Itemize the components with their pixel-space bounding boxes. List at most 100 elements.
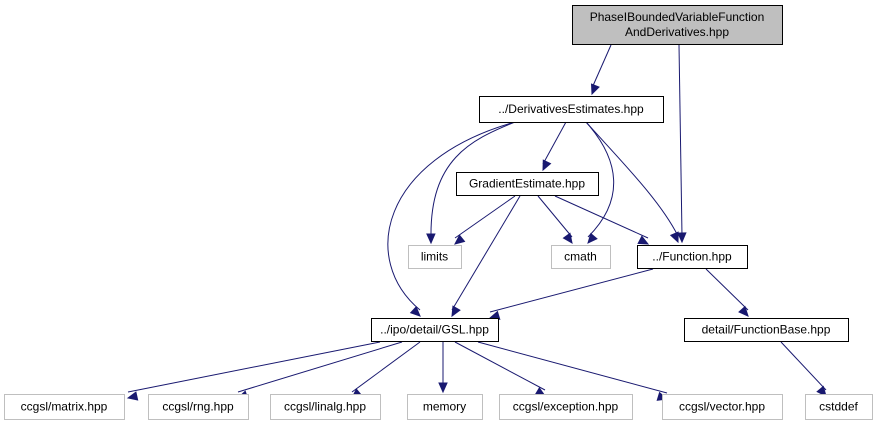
node-box <box>637 245 748 269</box>
node-label: limits <box>421 250 448 264</box>
node-box <box>270 394 381 420</box>
node-box <box>456 172 599 196</box>
node-label: PhaseIBoundedVariableFunction <box>590 10 765 24</box>
arrowhead-icon <box>126 391 139 401</box>
arrowhead-icon <box>637 235 650 245</box>
edge-line <box>537 195 573 238</box>
node-cmath: cmath <box>551 245 611 269</box>
node-gradest[interactable]: GradientEstimate.hpp <box>456 172 599 196</box>
node-limits: limits <box>408 245 462 269</box>
node-label: ccgsl/matrix.hpp <box>21 400 108 414</box>
arrowhead-icon <box>677 232 687 244</box>
node-label: AndDerivatives.hpp <box>625 25 729 39</box>
edge-line <box>237 341 403 393</box>
node-box <box>805 394 873 420</box>
node-rng: ccgsl/rng.hpp <box>148 394 249 420</box>
edge-function-to-funcbase <box>705 268 749 317</box>
edge-gradest-to-limits <box>454 195 516 245</box>
node-box <box>4 394 125 420</box>
node-function[interactable]: ../Function.hpp <box>637 245 748 269</box>
edge-root-to-derivest <box>590 44 612 96</box>
edge-gradest-to-function <box>554 195 650 245</box>
edge-gsl-to-vector <box>477 341 669 401</box>
arrowhead-icon <box>438 382 448 394</box>
edge-line <box>585 121 679 237</box>
node-root[interactable]: PhaseIBoundedVariableFunctionAndDerivati… <box>572 5 783 45</box>
node-box <box>407 394 483 420</box>
edge-gsl-to-exception <box>454 341 547 397</box>
arrowhead-icon <box>738 305 749 317</box>
node-box <box>479 96 664 123</box>
edge-line <box>454 341 546 391</box>
edge-line <box>477 341 668 394</box>
nodes-layer: PhaseIBoundedVariableFunctionAndDerivati… <box>4 5 873 420</box>
node-box <box>572 5 783 45</box>
edge-line <box>678 44 683 237</box>
arrowhead-icon <box>587 232 598 244</box>
node-label: ccgsl/exception.hpp <box>513 400 619 414</box>
arrowhead-icon <box>426 233 436 245</box>
edge-line <box>430 121 516 238</box>
node-label: ../ipo/detail/GSL.hpp <box>380 323 489 337</box>
node-label: ccgsl/vector.hpp <box>679 400 765 414</box>
edge-line <box>542 121 567 165</box>
edge-line <box>351 341 421 393</box>
edge-gradest-to-gsl <box>451 195 521 318</box>
edge-gsl-to-memory <box>438 342 448 394</box>
edges-layer <box>126 44 827 401</box>
node-label: memory <box>423 400 466 414</box>
edge-gsl-to-linalg <box>351 341 421 399</box>
node-box <box>371 318 499 342</box>
node-memory: memory <box>407 394 483 420</box>
edge-derivest-to-limits <box>426 121 516 245</box>
node-linalg: ccgsl/linalg.hpp <box>270 394 381 420</box>
node-label: GradientEstimate.hpp <box>469 177 585 191</box>
edge-funcbase-to-cstddef <box>780 341 827 397</box>
edge-line <box>127 341 381 393</box>
arrowhead-icon <box>409 306 421 317</box>
edge-derivest-to-gsl <box>387 121 516 317</box>
edge-line <box>780 341 827 391</box>
arrowhead-icon <box>669 231 679 244</box>
node-box <box>499 394 633 420</box>
node-box <box>551 245 611 269</box>
node-cstddef: cstddef <box>805 394 873 420</box>
edge-derivest-to-gradest <box>542 121 567 172</box>
node-derivest[interactable]: ../DerivativesEstimates.hpp <box>479 96 664 123</box>
edge-line <box>591 44 612 89</box>
node-box <box>148 394 249 420</box>
edge-line <box>451 195 521 311</box>
arrowhead-icon <box>816 385 827 397</box>
edge-line <box>705 268 749 311</box>
edge-derivest-to-cmath <box>585 121 615 244</box>
edge-line <box>489 268 654 313</box>
arrowhead-icon <box>454 234 466 245</box>
node-funcbase[interactable]: detail/FunctionBase.hpp <box>684 318 849 342</box>
arrowhead-icon <box>451 305 461 318</box>
edge-line <box>387 121 516 311</box>
edge-gsl-to-matrix <box>126 341 381 401</box>
node-box <box>662 394 783 420</box>
node-matrix: ccgsl/matrix.hpp <box>4 394 125 420</box>
edge-derivest-to-function <box>585 121 679 244</box>
node-box <box>684 318 849 342</box>
node-label: detail/FunctionBase.hpp <box>702 323 831 337</box>
edge-line <box>585 121 615 238</box>
node-exception: ccgsl/exception.hpp <box>499 394 633 420</box>
edge-gsl-to-rng <box>236 341 403 400</box>
arrowhead-icon <box>542 159 552 172</box>
edge-root-to-function <box>677 44 687 244</box>
node-label: ccgsl/rng.hpp <box>162 400 234 414</box>
edge-gradest-to-cmath <box>537 195 573 244</box>
node-label: ../Function.hpp <box>652 250 732 264</box>
edge-function-to-gsl <box>488 268 654 320</box>
node-gsl[interactable]: ../ipo/detail/GSL.hpp <box>371 318 499 342</box>
node-label: cmath <box>564 250 597 264</box>
edge-line <box>454 195 516 239</box>
arrowhead-icon <box>590 83 600 96</box>
arrowhead-icon <box>562 232 573 244</box>
edge-line <box>554 195 649 239</box>
node-vector: ccgsl/vector.hpp <box>662 394 783 420</box>
node-label: ccgsl/linalg.hpp <box>284 400 366 414</box>
